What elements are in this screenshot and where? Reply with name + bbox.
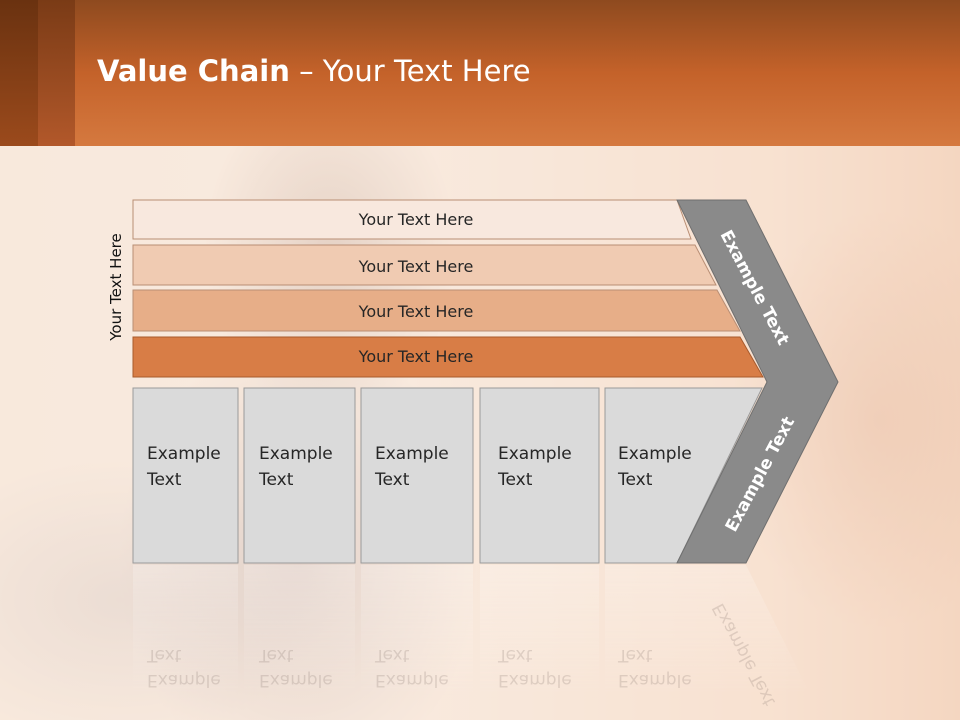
primary-cells: Example Text Example Text Example Text E… (132, 387, 763, 564)
slide-title-rest: – Your Text Here (289, 54, 531, 88)
row-2 (132, 244, 717, 286)
cell-reflection-5 (605, 565, 740, 700)
row-2-label: Your Text Here (358, 257, 474, 276)
cell-reflection-1 (133, 565, 238, 700)
cell-reflection-text-4: Text (497, 645, 533, 665)
row-3-label: Your Text Here (358, 302, 474, 321)
cell-3-line1: Example (375, 444, 449, 464)
cell-reflection-4 (480, 565, 599, 700)
header-accent-bar-dark (0, 0, 38, 146)
cell-5-line1: Example (618, 444, 692, 464)
row-3 (132, 289, 741, 332)
slide-title-bold: Value Chain (97, 54, 290, 88)
cell-1-line2: Text (146, 470, 182, 490)
cell-reflection-text-2: Text (258, 645, 294, 665)
cell-2-line1: Example (259, 444, 333, 464)
cell-reflection-text-5b: Example (618, 670, 692, 690)
cell-reflection-text-3b: Example (375, 670, 449, 690)
cell-1-line1: Example (147, 444, 221, 464)
header-band: Value Chain – Your Text Here (0, 0, 960, 146)
cell-5-line2: Text (617, 470, 653, 490)
cell-reflection-text-3: Text (374, 645, 410, 665)
diagram-reflection: Text Example Text Example Text Example T… (133, 565, 808, 710)
cell-4 (479, 387, 600, 564)
cell-reflection-text-4b: Example (498, 670, 572, 690)
cell-reflection-text-2b: Example (259, 670, 333, 690)
row-4-label: Your Text Here (358, 347, 474, 366)
cell-reflection-3 (361, 565, 473, 700)
cell-4-line2: Text (497, 470, 533, 490)
row-1-label: Your Text Here (358, 210, 474, 229)
cell-1 (132, 387, 239, 564)
header-accent-bar-light (38, 0, 75, 146)
cell-reflection-text-1: Text (146, 645, 182, 665)
cell-4-line1: Example (498, 444, 572, 464)
cell-2 (243, 387, 356, 564)
chevron-reflection (677, 565, 808, 700)
chevron-arrow (676, 199, 839, 564)
cell-3-line2: Text (374, 470, 410, 490)
cell-reflection-text-1b: Example (147, 670, 221, 690)
cell-reflection-2 (244, 565, 355, 700)
slide-title: Value Chain – Your Text Here (97, 54, 531, 88)
row-4 (132, 336, 764, 378)
support-rows: Your Text Here Your Text Here Your Text … (132, 199, 764, 378)
cell-3 (360, 387, 474, 564)
cell-reflection-text-5: Text (617, 645, 653, 665)
row-1 (132, 199, 692, 240)
cell-2-line2: Text (258, 470, 294, 490)
